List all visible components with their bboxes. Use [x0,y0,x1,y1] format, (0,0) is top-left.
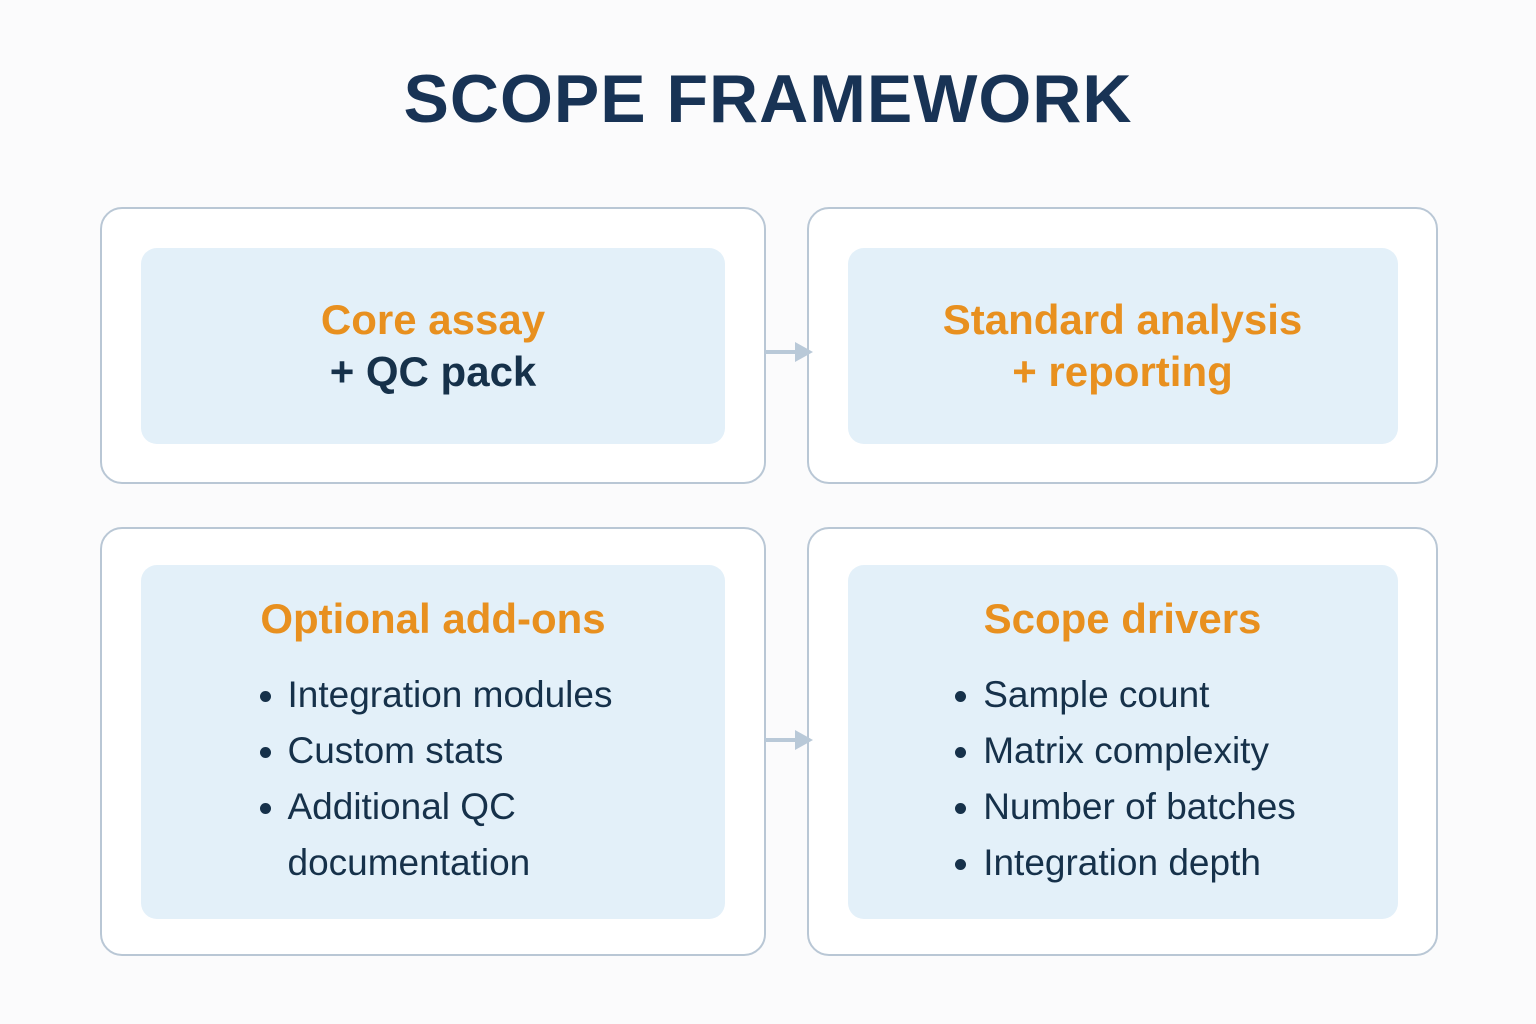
list-item: Integration modules [254,667,612,723]
arrow-head [795,730,813,750]
list-item: Sample count [949,667,1296,723]
list-item: Number of batches [949,779,1296,835]
list-item: Matrix complexity [949,723,1296,779]
card-optional-addons-heading: Optional add-ons [260,594,606,642]
card-standard-analysis-heading: Standard analysis [942,295,1303,343]
card-core-assay-heading: Core assay [320,295,546,343]
panel-standard-analysis: Standard analysis + reporting [847,247,1398,444]
panel-core-assay: Core assay + QC pack [141,247,725,444]
card-standard-analysis[interactable]: Standard analysis + reporting [807,207,1438,484]
list-item: Custom stats [254,723,613,779]
card-scope-drivers[interactable]: Scope drivers Sample count Matrix comple… [807,527,1438,956]
card-core-assay-subline: + QC pack [329,347,537,395]
panel-scope-drivers: Scope drivers Sample count Matrix comple… [847,564,1398,919]
card-standard-analysis-subline: + reporting [1012,347,1233,395]
card-optional-addons[interactable]: Optional add-ons Integration modules Cus… [100,527,766,956]
card-scope-drivers-heading: Scope drivers [983,594,1262,642]
arrow-shaft [765,350,799,354]
optional-addons-list: Integration modules Custom stats Additio… [254,667,613,891]
arrow-shaft [765,738,799,742]
arrow-right-icon [765,340,813,364]
card-core-assay[interactable]: Core assay + QC pack [100,207,766,484]
scope-drivers-list: Sample count Matrix complexity Number of… [949,667,1296,891]
list-item: Integration depth [949,835,1296,891]
panel-optional-addons: Optional add-ons Integration modules Cus… [141,564,725,919]
arrow-head [795,342,813,362]
arrow-right-icon [765,728,813,752]
list-item: Additional QC documentation [254,779,600,891]
page-title: SCOPE FRAMEWORK [403,61,1133,137]
